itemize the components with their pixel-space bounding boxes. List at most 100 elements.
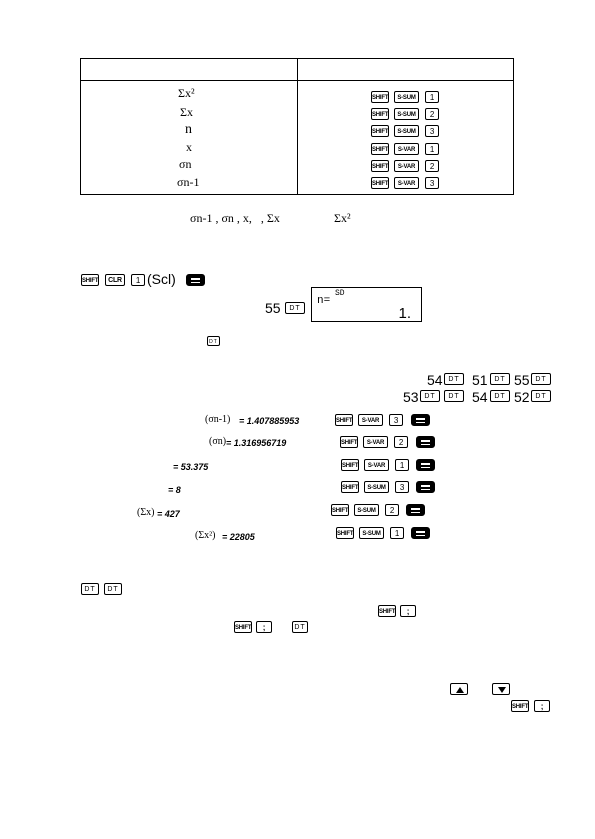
digit-1-key: 1 (425, 91, 439, 103)
s-sum-key: S-SUM (364, 481, 389, 493)
digit-2-key: 2 (425, 160, 439, 172)
clr-key: CLR (105, 274, 125, 286)
data-value-52: 52 (514, 389, 530, 405)
shift-key: SHIFT (511, 700, 529, 712)
up-arrow-key (450, 683, 468, 695)
down-arrow-key (492, 683, 510, 695)
table-row-n-symbol: n (185, 122, 192, 137)
dt-key: DT (420, 390, 440, 402)
data-value-54: 54 (427, 372, 443, 388)
equals-key (411, 527, 430, 539)
data-value-54b: 54 (472, 389, 488, 405)
shift-key: SHIFT (371, 125, 389, 137)
result-value-sigman1: = 1.407885953 (239, 416, 300, 426)
shift-key: SHIFT (371, 91, 389, 103)
down-arrow-icon (498, 687, 506, 693)
s-var-key: S-VAR (394, 160, 419, 172)
dt-key: DT (444, 373, 464, 385)
shift-key: SHIFT (81, 274, 99, 286)
dt-key: DT (490, 373, 510, 385)
shift-key: SHIFT (341, 481, 359, 493)
s-sum-key: S-SUM (354, 504, 379, 516)
result-label-sigman1: (σn-1) (205, 414, 231, 425)
dt-key: DT (292, 621, 308, 633)
shift-key: SHIFT (234, 621, 252, 633)
dt-key: DT (531, 390, 551, 402)
s-var-key: S-VAR (394, 177, 419, 189)
result-value-sumx2: = 22805 (222, 532, 255, 542)
data-value-53: 53 (403, 389, 419, 405)
table-right-border (513, 58, 514, 195)
scl-label: (Scl) (147, 271, 176, 287)
dt-key: DT (104, 583, 122, 595)
result-value-n: = 8 (168, 485, 181, 495)
result-value-sumx: = 427 (157, 509, 180, 519)
note-sumx2: Σx² (334, 211, 351, 225)
dt-key: DT (81, 583, 99, 595)
display-label: n= (317, 295, 331, 307)
result-value-mean: = 53.375 (173, 462, 209, 472)
s-var-key: S-VAR (358, 414, 383, 426)
result-value-sigman: = 1.316956719 (226, 438, 287, 448)
table-row-x-symbol: x (186, 140, 192, 154)
semicolon-key: ; (256, 621, 272, 633)
equals-key (416, 459, 435, 471)
table-left-border (80, 58, 81, 195)
dt-key: DT (207, 336, 220, 346)
digit-3-key: 3 (395, 481, 409, 493)
digit-1-key: 1 (131, 274, 145, 286)
table-row-sumx2-symbol: Σx² (178, 86, 195, 100)
shift-key: SHIFT (371, 143, 389, 155)
s-sum-key: S-SUM (359, 527, 384, 539)
data-value-51: 51 (472, 372, 488, 388)
s-sum-key: S-SUM (394, 125, 419, 137)
s-var-key: S-VAR (363, 436, 388, 448)
dt-key: DT (531, 373, 551, 385)
s-sum-key: S-SUM (394, 108, 419, 120)
sd-indicator: SD (335, 289, 345, 298)
shift-key: SHIFT (335, 414, 353, 426)
note-symbols: σn-1 , σn , x, , Σx (190, 211, 280, 225)
dt-key: DT (444, 390, 464, 402)
result-label-sumx: (Σx) (137, 507, 155, 518)
shift-key: SHIFT (341, 459, 359, 471)
table-col-divider (297, 58, 298, 195)
table-row-sumx-symbol: Σx (180, 105, 193, 119)
shift-key: SHIFT (371, 160, 389, 172)
shift-key: SHIFT (340, 436, 358, 448)
equals-key (186, 274, 205, 286)
digit-3-key: 3 (425, 125, 439, 137)
dt-key: DT (490, 390, 510, 402)
digit-1-key: 1 (390, 527, 404, 539)
digit-3-key: 3 (425, 177, 439, 189)
digit-2-key: 2 (394, 436, 408, 448)
digit-1-key: 1 (395, 459, 409, 471)
entry-number: 55 (265, 300, 281, 316)
dt-key: DT (285, 302, 305, 314)
s-var-key: S-VAR (394, 143, 419, 155)
digit-1-key: 1 (425, 143, 439, 155)
shift-key: SHIFT (378, 605, 396, 617)
up-arrow-icon (456, 687, 464, 693)
shift-key: SHIFT (336, 527, 354, 539)
lcd-display: SD n= 1. (311, 287, 422, 322)
shift-key: SHIFT (371, 177, 389, 189)
table-row-sigman1-symbol: σn-1 (177, 175, 200, 189)
shift-key: SHIFT (371, 108, 389, 120)
function-table (80, 58, 514, 195)
result-label-sumx2: (Σx²) (195, 530, 216, 541)
digit-3-key: 3 (389, 414, 403, 426)
shift-key: SHIFT (331, 504, 349, 516)
table-row-sigman-symbol: σn (179, 157, 192, 171)
s-var-key: S-VAR (364, 459, 389, 471)
equals-key (406, 504, 425, 516)
digit-2-key: 2 (385, 504, 399, 516)
s-sum-key: S-SUM (394, 91, 419, 103)
digit-2-key: 2 (425, 108, 439, 120)
equals-key (416, 481, 435, 493)
semicolon-key: ; (534, 700, 550, 712)
equals-key (411, 414, 430, 426)
semicolon-key: ; (400, 605, 416, 617)
result-label-sigman: (σn) (209, 436, 227, 447)
equals-key (416, 436, 435, 448)
